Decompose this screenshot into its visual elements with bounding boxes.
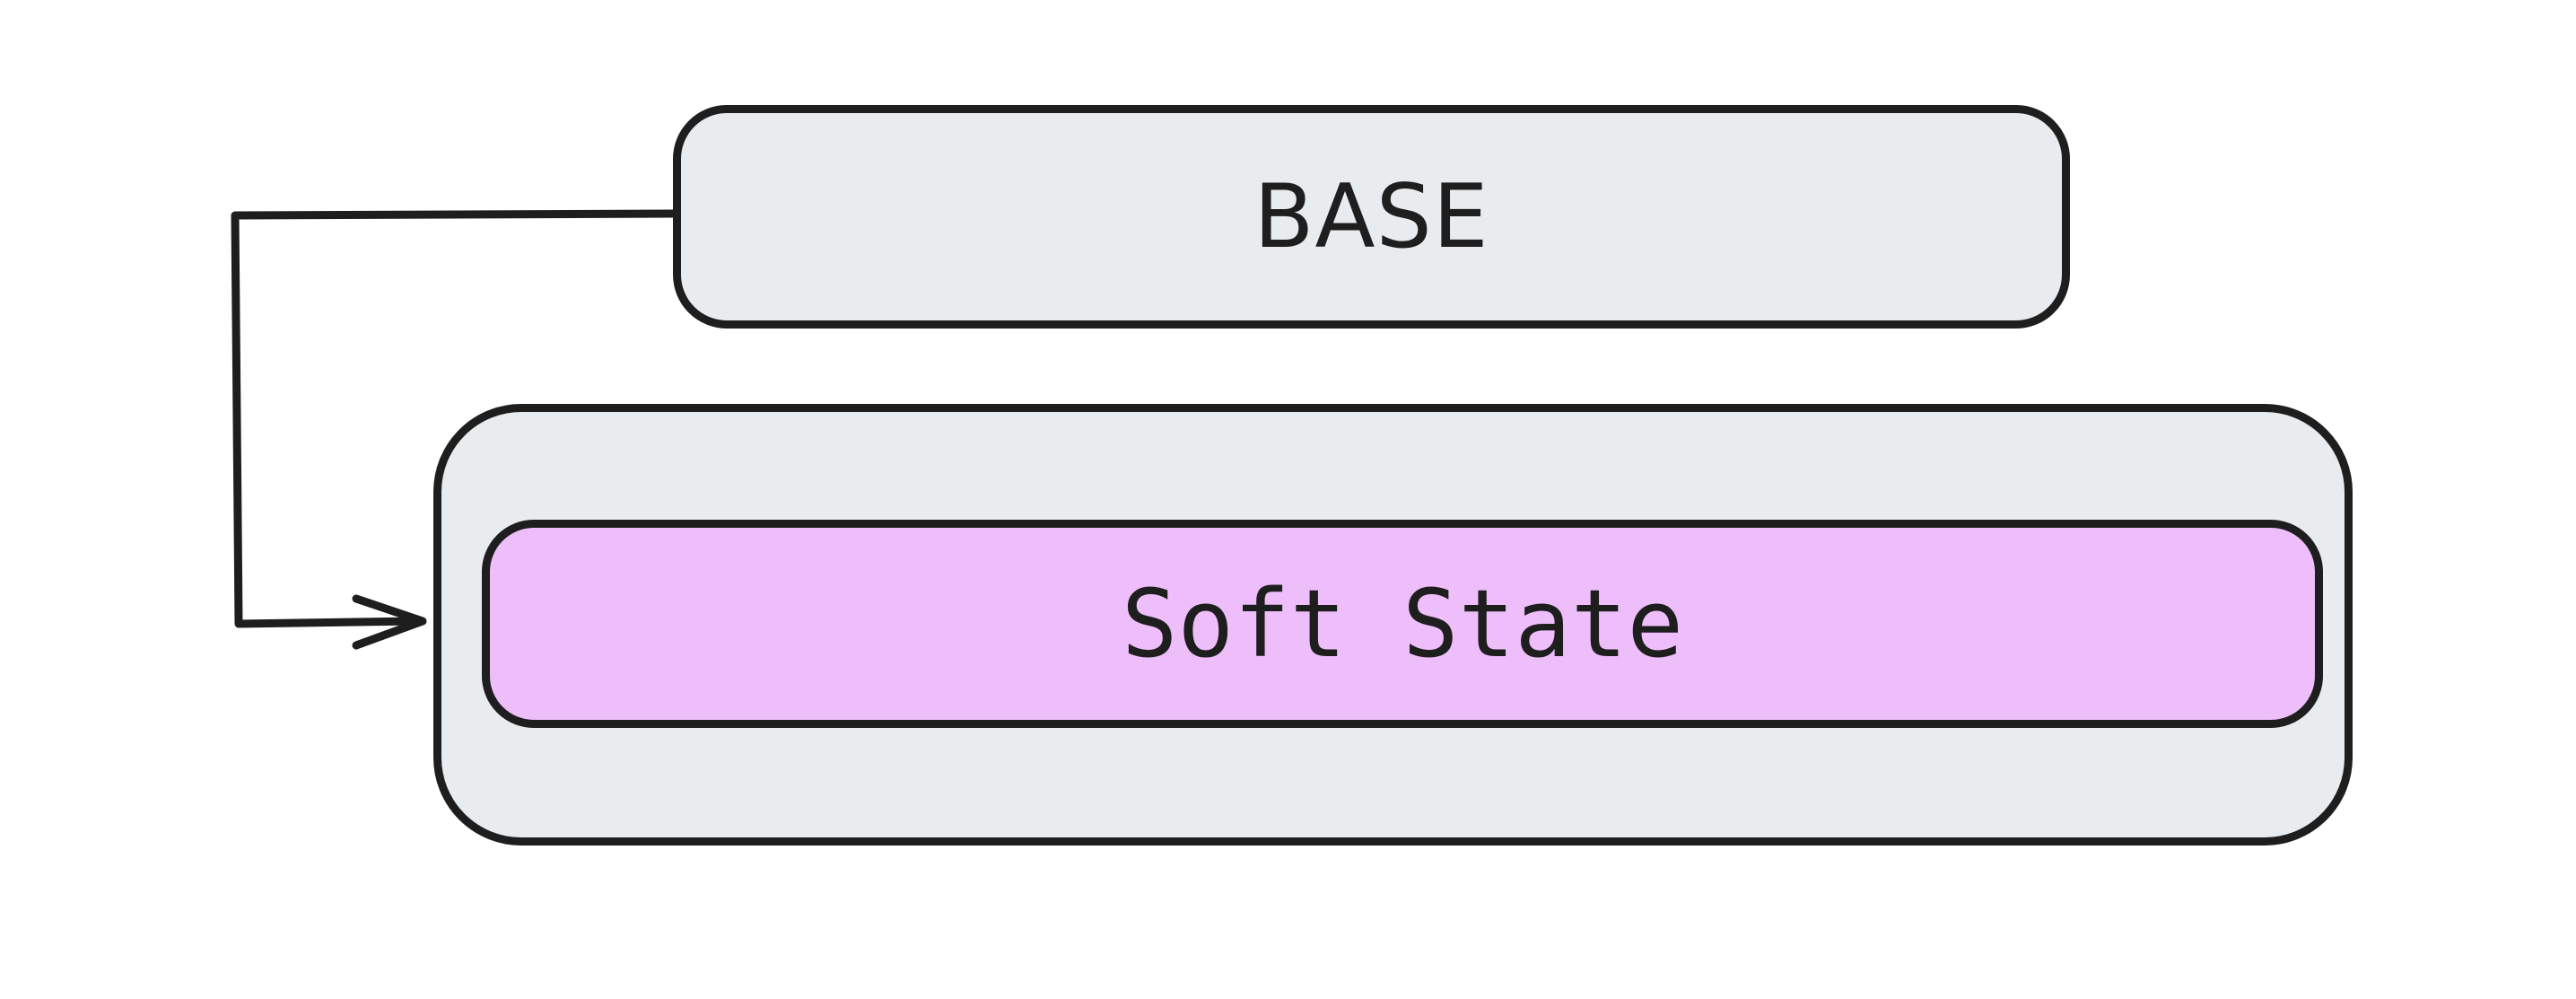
soft-state-node-label: Soft State bbox=[1121, 569, 1684, 679]
soft-state-node[interactable]: Soft State bbox=[482, 520, 2323, 728]
base-node[interactable]: BASE bbox=[673, 105, 2070, 329]
base-node-label: BASE bbox=[1253, 165, 1489, 268]
connector-arrowhead bbox=[352, 594, 427, 650]
